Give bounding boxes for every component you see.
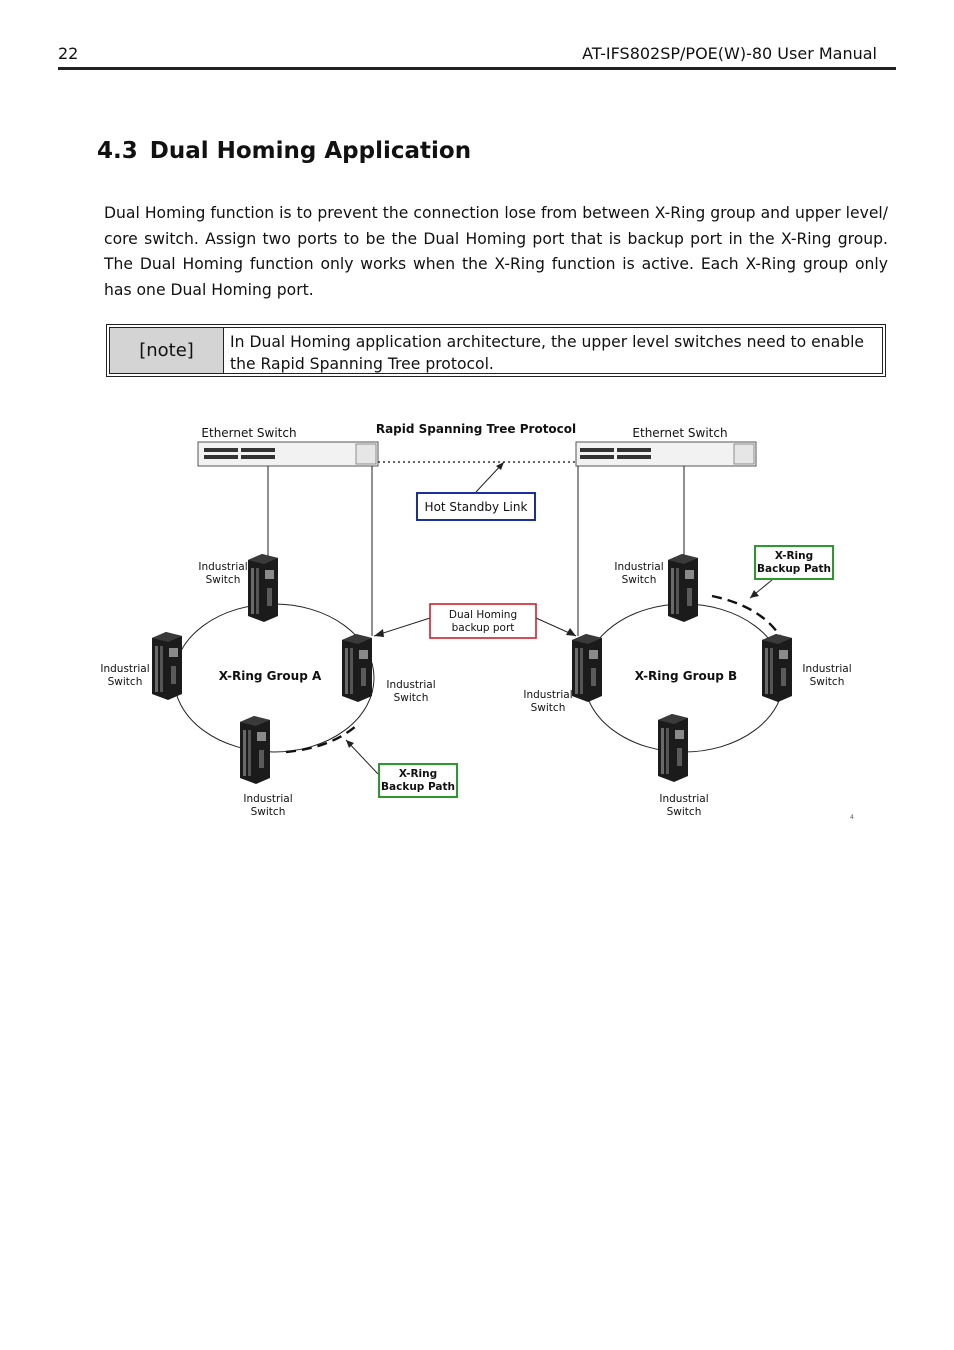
industrial-label: Industrial — [243, 793, 292, 805]
section-number: 4.3 — [97, 138, 138, 164]
industrial-switch-a-right — [342, 634, 372, 702]
group-a-label: X-Ring Group A — [219, 669, 322, 683]
industrial-switch-a-top — [248, 554, 278, 622]
backup-right-line1: X-Ring — [775, 550, 813, 562]
industrial-label: Industrial — [198, 561, 247, 573]
dual-homing-line2: backup port — [452, 622, 515, 634]
note-inner: [note] In Dual Homing application archit… — [109, 327, 883, 374]
industrial-label: Industrial — [614, 561, 663, 573]
industrial-label: Industrial — [386, 679, 435, 691]
industrial-label: Industrial — [100, 663, 149, 675]
hot-standby-label: Hot Standby Link — [425, 500, 528, 514]
dual-homing-diagram: Rapid Spanning Tree Protocol Ethernet Sw… — [100, 422, 854, 821]
industrial-label: Industrial — [802, 663, 851, 675]
corner-mark: 4 — [850, 814, 854, 821]
ethernet-switch-right-label: Ethernet Switch — [632, 426, 727, 440]
ethernet-switch-right — [575, 441, 757, 467]
dual-homing-line1: Dual Homing — [449, 609, 517, 621]
industrial-switch-b-right — [762, 634, 792, 702]
switch-label: Switch — [531, 702, 566, 714]
backup-box-right — [754, 545, 834, 580]
section-heading: 4.3 Dual Homing Application — [97, 138, 471, 164]
backup-box-left — [378, 763, 458, 798]
dual-homing-box — [429, 603, 537, 639]
ring-a-backup — [285, 725, 357, 754]
switch-label: Switch — [206, 574, 241, 586]
header-rule — [58, 67, 896, 70]
running-title: AT-IFS802SP/POE(W)-80 User Manual — [582, 44, 877, 63]
switch-label: Switch — [810, 676, 845, 688]
switch-label: Switch — [108, 676, 143, 688]
switch-label: Switch — [251, 806, 286, 818]
industrial-label: Industrial — [659, 793, 708, 805]
industrial-switch-b-bottom — [658, 714, 688, 782]
rstp-label: Rapid Spanning Tree Protocol — [376, 422, 576, 436]
body-paragraph: Dual Homing function is to prevent the c… — [104, 204, 888, 299]
switch-label: Switch — [394, 692, 429, 704]
note-text: In Dual Homing application architecture,… — [230, 333, 865, 373]
backup-left-line1: X-Ring — [399, 768, 437, 780]
ethernet-switch-left-label: Ethernet Switch — [201, 426, 296, 440]
group-b-label: X-Ring Group B — [635, 669, 737, 683]
switch-label: Switch — [667, 806, 702, 818]
backup-right-line2: Backup Path — [757, 563, 831, 575]
switch-label: Switch — [622, 574, 657, 586]
note-box: [note] In Dual Homing application archit… — [106, 324, 886, 377]
backup-left-line2: Backup Path — [381, 781, 455, 793]
page-number: 22 — [58, 44, 79, 63]
section-title: Dual Homing Application — [149, 138, 472, 164]
industrial-label: Industrial — [523, 689, 572, 701]
industrial-switch-b-left — [572, 634, 602, 702]
note-label: [note] — [110, 328, 224, 373]
industrial-switch-a-bottom — [240, 716, 270, 784]
ethernet-switch-left — [197, 441, 379, 467]
hot-standby-box — [416, 492, 536, 521]
industrial-switch-b-top — [668, 554, 698, 622]
industrial-switch-a-left — [152, 632, 182, 700]
ring-b-backup — [711, 594, 781, 637]
